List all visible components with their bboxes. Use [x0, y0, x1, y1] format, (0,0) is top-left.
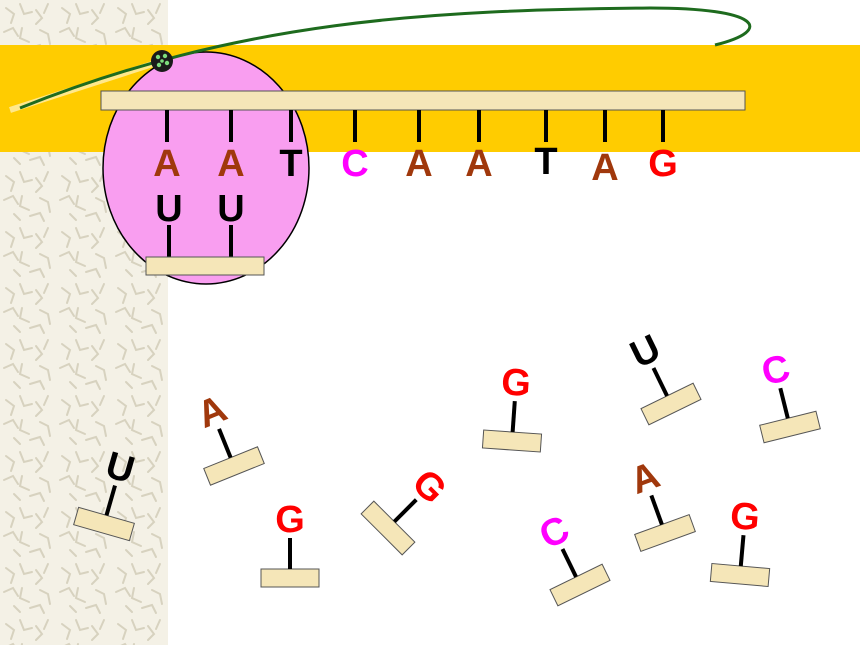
template-base-letter: G [648, 143, 678, 185]
free-nucleotide-letter: G [275, 499, 305, 541]
free-nucleotide-letter: A [192, 388, 233, 437]
template-base-letter: C [341, 143, 368, 185]
free-nucleotide-bar [634, 513, 696, 553]
template-base-letter: A [465, 143, 492, 185]
free-nucleotide-stem [651, 367, 669, 397]
free-nucleotide-bar [709, 562, 771, 588]
nucleotide-bead [151, 50, 173, 72]
template-base-letter: A [153, 143, 180, 185]
free-nucleotide-letter: A [625, 454, 665, 503]
free-nucleotide-letter: G [728, 495, 761, 539]
free-nucleotide: G [260, 499, 320, 588]
paired-base-letter: U [155, 188, 182, 230]
free-nucleotide: G [709, 495, 771, 588]
paired-base-letter: U [217, 188, 244, 230]
free-nucleotide-stem [104, 484, 117, 516]
free-nucleotide: G [360, 462, 454, 556]
free-nucleotide-bar [481, 429, 543, 453]
template-base-letter: A [591, 147, 618, 189]
free-nucleotide: C [533, 508, 611, 607]
free-nucleotide-stem [392, 498, 418, 524]
free-nucleotide: G [481, 361, 543, 453]
free-nucleotide-bar [549, 563, 611, 607]
free-nucleotide-bar [360, 500, 416, 556]
free-nucleotide: U [624, 327, 702, 426]
free-nucleotide: A [192, 388, 265, 486]
ribosome-ellipse [102, 51, 310, 285]
free-nucleotide: A [625, 454, 696, 553]
rna-backbone [145, 256, 265, 276]
template-base-letter: T [279, 143, 302, 185]
free-nucleotide-stem [778, 387, 790, 419]
free-nucleotide-letter: G [500, 361, 532, 405]
free-nucleotide-letter: C [758, 347, 795, 394]
free-nucleotide-letter: U [624, 327, 667, 377]
free-nucleotide: C [758, 347, 821, 444]
free-nucleotide-bar [203, 446, 265, 486]
free-nucleotide-stem [649, 494, 664, 526]
free-nucleotide-bar [759, 410, 821, 444]
free-nucleotide-bar [640, 382, 702, 426]
free-nucleotide-letter: C [533, 508, 576, 558]
template-base-letter: T [534, 141, 557, 183]
free-nucleotide-bar [260, 568, 320, 588]
free-nucleotide-stem [510, 400, 517, 433]
free-nucleotide-stem [217, 428, 233, 459]
dna-backbone [100, 90, 746, 111]
template-base-letter: A [217, 143, 244, 185]
template-base-letter: A [405, 143, 432, 185]
free-nucleotide-stem [560, 548, 578, 578]
free-nucleotide-stem [738, 534, 746, 567]
mrna-strand [19, 6, 752, 110]
